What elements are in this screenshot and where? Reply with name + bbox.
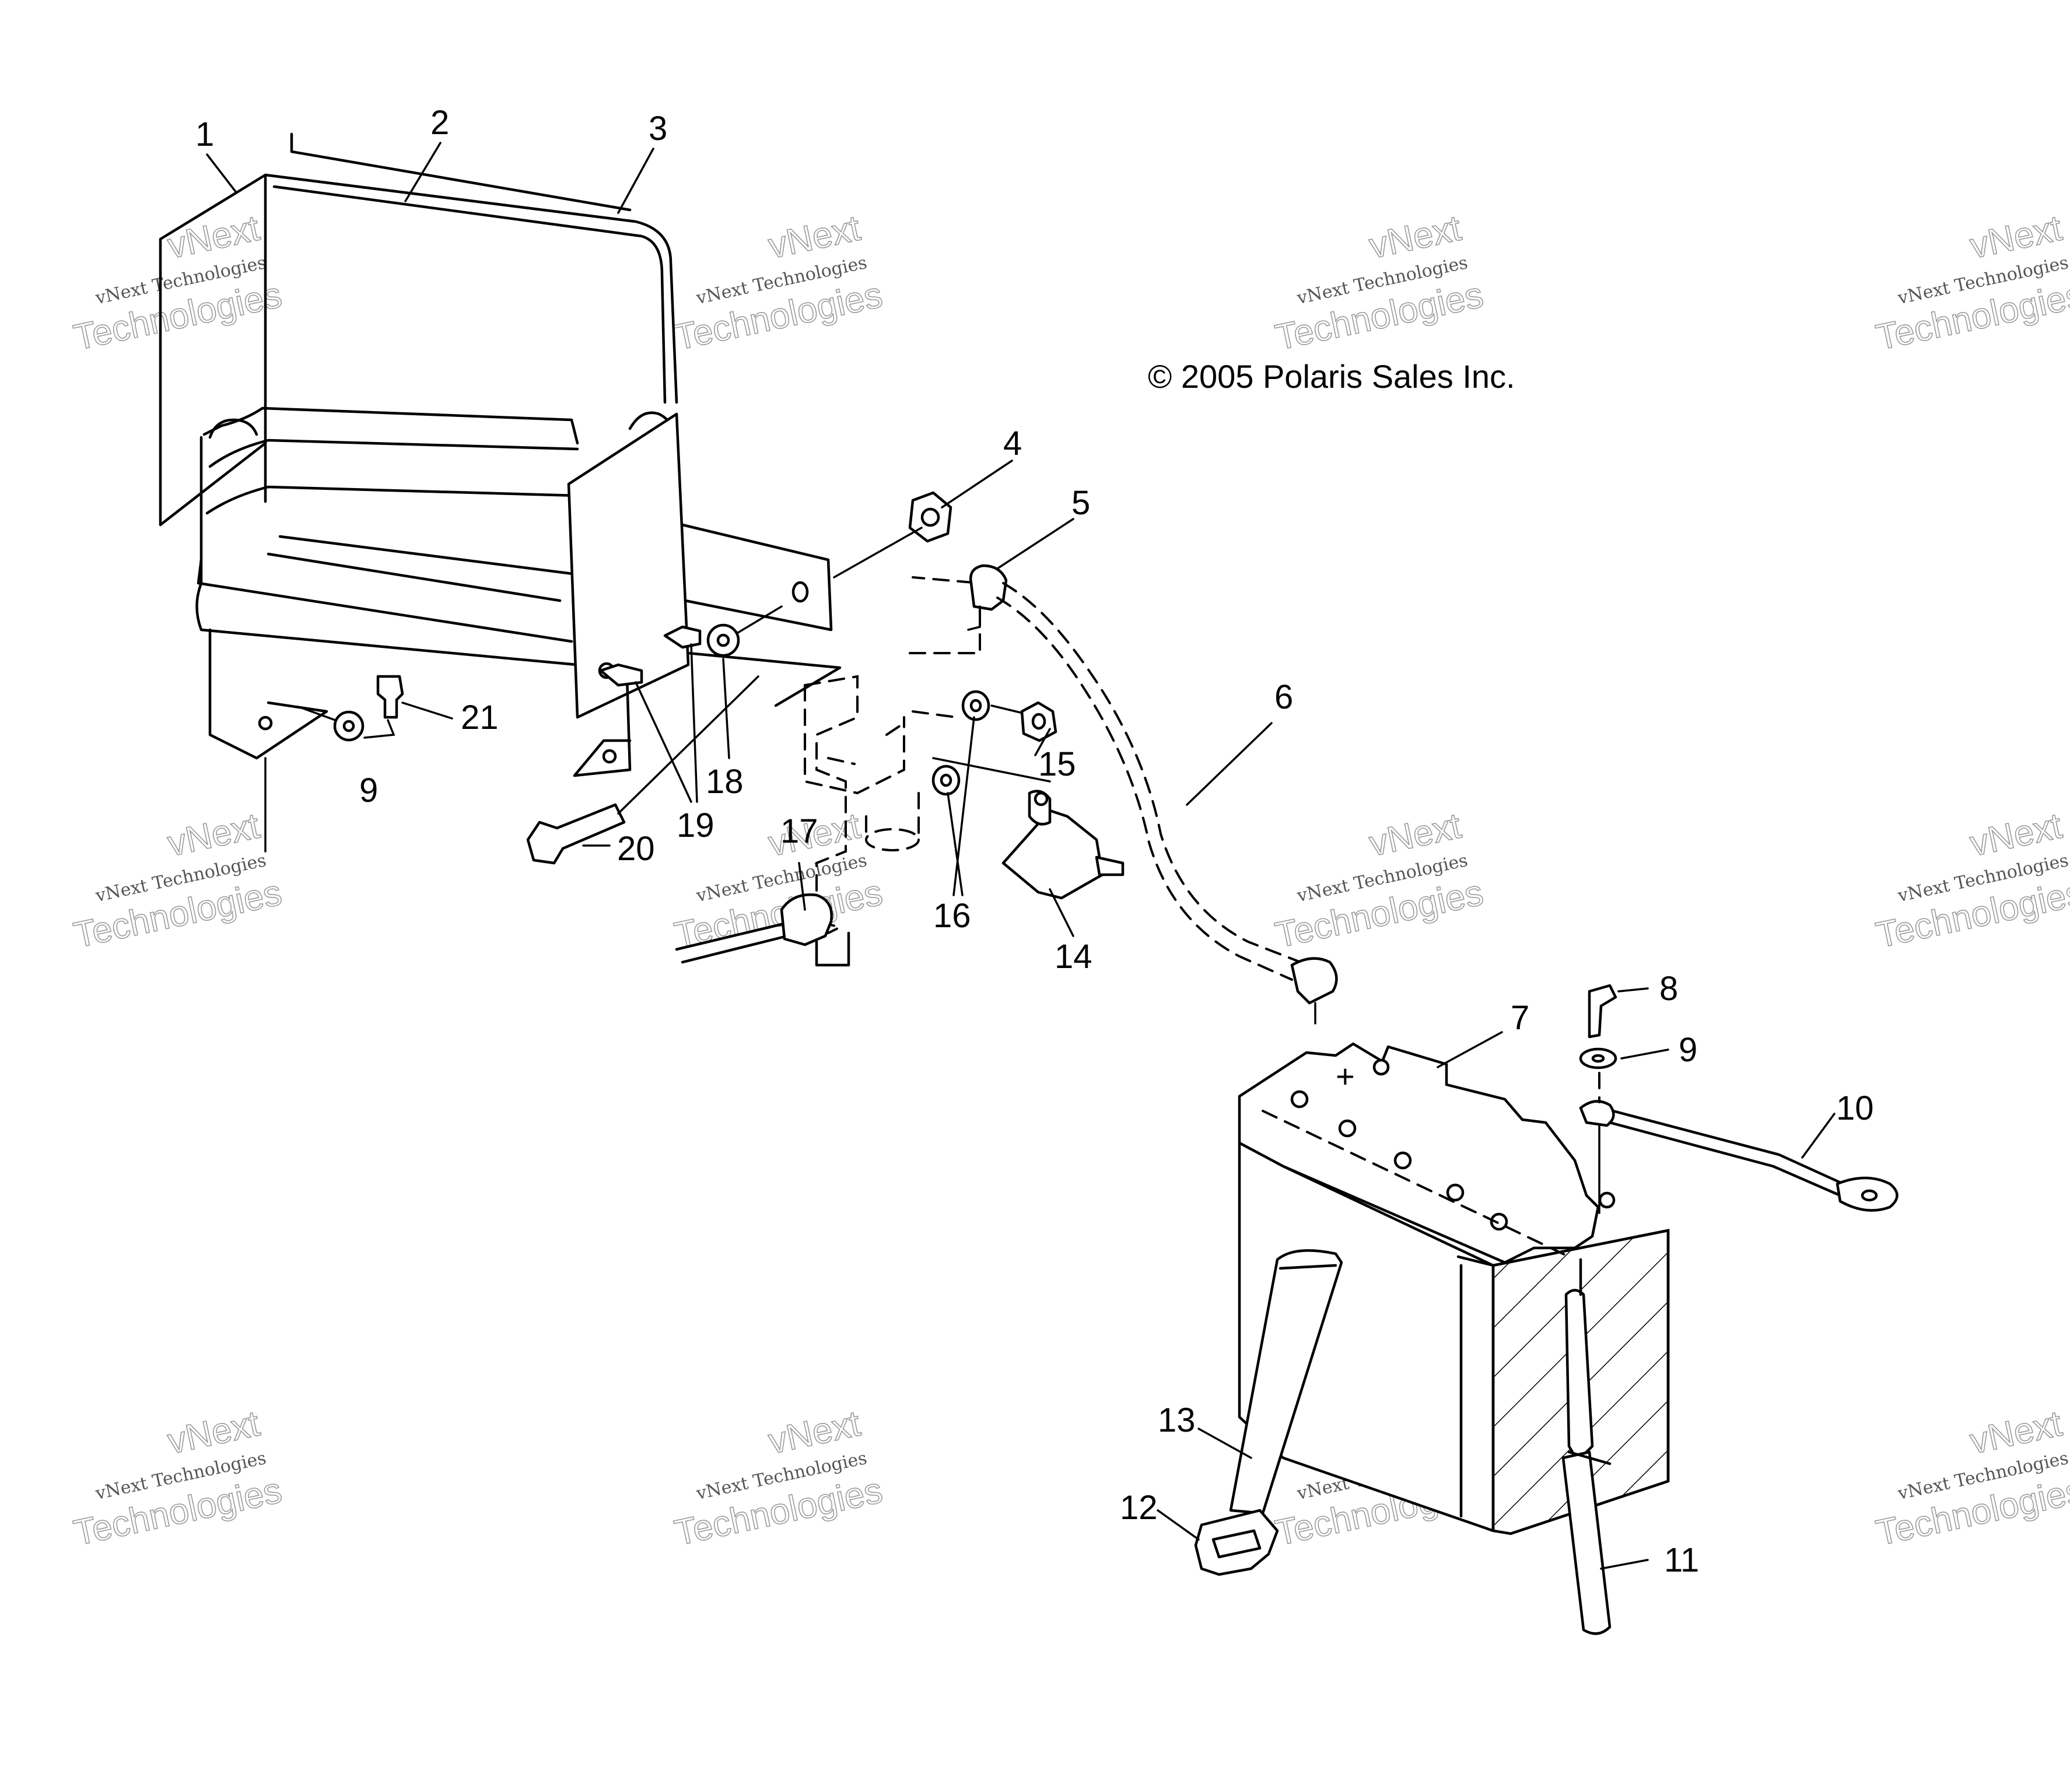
positive-terminal-label: + [1336,1058,1355,1095]
negative-cable [1579,984,1899,1214]
callout-5: 5 [1071,484,1090,522]
callout-10: 10 [1836,1089,1874,1127]
positive-cable [967,564,1338,1025]
callout-12: 12 [1120,1489,1158,1527]
callout-13: 13 [1158,1401,1196,1439]
callout-6: 6 [1274,678,1293,716]
callout-14: 14 [1055,938,1092,976]
leader-lines [206,142,1836,1570]
battery-box-assembly [159,132,842,853]
callout-11: 11 [1664,1541,1699,1579]
hardware [302,491,952,865]
callout-labels: 1 2 3 4 5 6 7 8 9 9 10 11 12 13 14 15 16… [195,104,1874,1579]
callout-18: 18 [706,763,744,801]
callout-9-right: 9 [1679,1031,1697,1069]
callout-19: 19 [677,806,714,844]
callout-9-left: 9 [359,771,378,809]
callout-15: 15 [1038,745,1076,783]
copyright-text: © 2005 Polaris Sales Inc. [1148,358,1515,395]
callout-20: 20 [617,830,655,868]
callout-16: 16 [933,897,971,935]
callout-21: 21 [461,699,499,737]
callout-1: 1 [195,115,214,153]
callout-2: 2 [430,104,449,142]
callout-7: 7 [1511,999,1529,1037]
callout-4: 4 [1003,425,1022,462]
battery-strap [1194,1249,1343,1576]
callout-8: 8 [1659,970,1678,1008]
callout-17: 17 [780,812,818,850]
ground-cable [1561,1258,1612,1635]
callout-3: 3 [649,110,667,148]
